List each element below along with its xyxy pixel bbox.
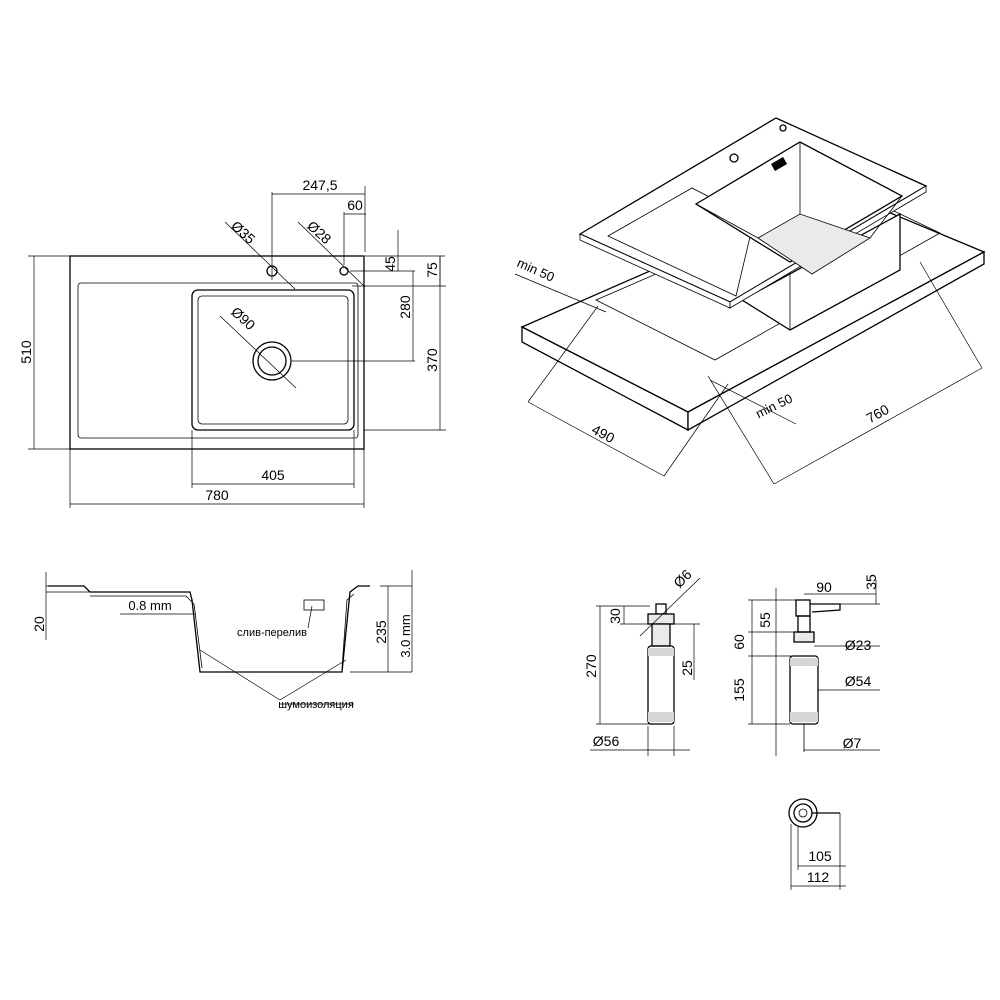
dispenser-a: Ø6 30 270 25 Ø56 xyxy=(583,566,701,756)
top-view: 247,5 60 Ø35 Ø28 Ø90 45 75 280 370 510 4… xyxy=(18,177,446,508)
dispenser-top-mid xyxy=(793,803,813,823)
dim-405: 405 xyxy=(261,467,285,483)
bowl-inner xyxy=(197,295,349,425)
dim-247-5: 247,5 xyxy=(302,177,337,193)
dispenser-b: 90 35 55 60 Ø23 155 Ø54 Ø7 xyxy=(731,574,880,756)
dim-45: 45 xyxy=(382,256,398,272)
countertop-side xyxy=(687,250,985,432)
dim-d90: Ø90 xyxy=(228,303,259,333)
dim-105: 105 xyxy=(808,848,832,864)
drain-overflow-icon xyxy=(303,599,325,611)
iso-tap-hole-2 xyxy=(779,124,787,132)
dim-780: 780 xyxy=(205,487,229,503)
dispenser-b-spout xyxy=(810,603,841,613)
label-drain-overflow: слив-перелив xyxy=(237,627,307,639)
iso-logo xyxy=(770,157,788,171)
dim-min50-b: min 50 xyxy=(753,391,795,422)
dim-a-25: 25 xyxy=(679,660,695,676)
drainboard-recess xyxy=(77,282,359,439)
dim-a-d6: Ø6 xyxy=(670,566,695,591)
dim-112: 112 xyxy=(807,869,830,885)
dim-60-top: 60 xyxy=(347,197,363,213)
drain-outer xyxy=(252,341,292,381)
section-profile xyxy=(48,585,370,673)
dim-235: 235 xyxy=(373,620,389,644)
dispenser-a-body-shade xyxy=(648,648,674,656)
tap-hole-28 xyxy=(339,266,349,276)
section-view: 20 0.8 mm слив-перелив 235 3.0 mm шумоиз… xyxy=(31,570,413,711)
label-sound-insulation: шумоизоляция xyxy=(278,699,354,711)
dim-a-d56: Ø56 xyxy=(593,733,620,749)
dim-b-55: 55 xyxy=(757,612,773,628)
dispenser-a-neck xyxy=(651,623,671,647)
sink-outline xyxy=(69,255,365,450)
dim-b-60: 60 xyxy=(731,634,747,650)
dim-b-155: 155 xyxy=(731,678,747,702)
section-inner xyxy=(90,595,203,669)
dispenser-b-collar xyxy=(793,631,815,643)
dim-a-270: 270 xyxy=(583,654,599,678)
drain-inner xyxy=(257,346,287,376)
dim-b-d23: Ø23 xyxy=(845,637,872,653)
dim-0-8mm: 0.8 mm xyxy=(128,598,171,613)
iso-view: min 50 min 50 490 760 xyxy=(514,117,986,485)
dim-min50-a: min 50 xyxy=(515,255,557,285)
dispenser-top-inner xyxy=(798,808,808,818)
dim-20: 20 xyxy=(31,616,47,632)
dispenser-a-body xyxy=(647,645,675,725)
dim-b-d7: Ø7 xyxy=(843,735,862,751)
dim-370: 370 xyxy=(424,348,440,372)
iso-tap-hole-1 xyxy=(729,153,739,163)
dim-d28: Ø28 xyxy=(304,217,335,247)
dim-b-35: 35 xyxy=(863,574,879,590)
bowl-outer xyxy=(191,289,355,431)
dispenser-b-head xyxy=(795,599,811,617)
dim-3-0mm: 3.0 mm xyxy=(398,614,413,657)
dim-75: 75 xyxy=(424,262,440,278)
dim-b-90: 90 xyxy=(816,579,832,595)
dim-510: 510 xyxy=(18,340,34,364)
dim-760: 760 xyxy=(863,401,891,426)
dim-a-30: 30 xyxy=(607,608,623,624)
dim-b-d54: Ø54 xyxy=(845,673,872,689)
dispenser-b-neck xyxy=(797,615,811,633)
dim-d35: Ø35 xyxy=(228,217,259,247)
dispenser-top: 105 112 xyxy=(788,798,846,890)
dim-490: 490 xyxy=(589,421,617,446)
dim-280: 280 xyxy=(397,295,413,319)
